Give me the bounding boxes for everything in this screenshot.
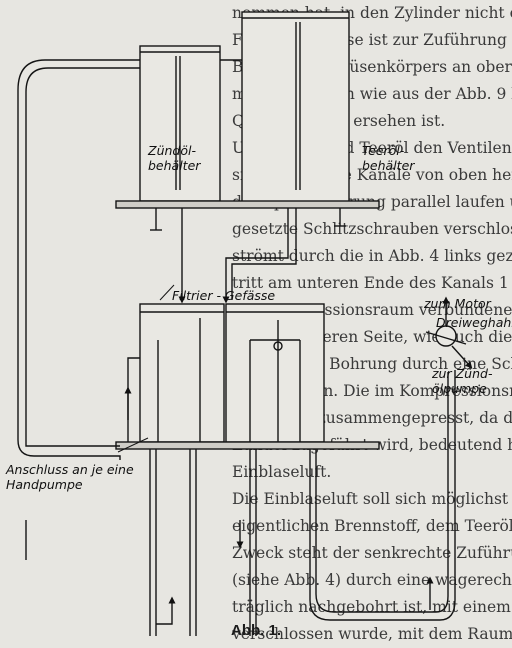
label-anschluss-handpumpe: Anschluss an je eine Handpumpe xyxy=(6,462,134,492)
background-text-line: Einblaseluft. xyxy=(232,463,332,481)
label-dreiweghahn: Dreiweghahn xyxy=(436,315,512,330)
background-text-line: tritt am unteren Ende des Kanals 1 in di… xyxy=(232,274,512,292)
zuendoel-tank xyxy=(139,45,221,202)
background-text-line: eigentlichen Brennstoff, dem Teeröl, ver… xyxy=(232,517,512,535)
tank-outlet-pipes xyxy=(178,208,297,304)
background-text-line: Die Einblaseluft soll sich möglichst inn… xyxy=(232,490,512,508)
left-supply-pipes xyxy=(17,59,248,420)
background-text-line: träglich nachgebohrt ist, mit einem Gewi… xyxy=(232,598,512,616)
label-filtrier-gefaesse: Filtrier - Gefässe xyxy=(172,288,276,303)
background-text-line: Zweck steht der senkrechte Zuführungskan… xyxy=(232,544,512,562)
label-zum-motor: zum Motor xyxy=(424,296,491,311)
background-text-line: strömt durch die in Abb. 4 links gezeich… xyxy=(232,247,512,265)
lower-shelf xyxy=(115,441,380,450)
three-way-valve xyxy=(425,296,473,369)
teeroel-tank xyxy=(241,11,350,203)
label-teeroel-behaelter: Teeröl- behälter xyxy=(362,143,415,173)
label-zuendoel-behaelter: Zündöl- behälter xyxy=(148,143,201,173)
filter-vessels xyxy=(139,303,325,443)
label-zur-zuendoelpumpe: zur Zünd- ölpumpe xyxy=(432,366,493,396)
filter-inlet-pipes xyxy=(25,357,140,560)
background-text-line: gesetzte Schlitzschrauben verschlossen s… xyxy=(232,220,512,238)
background-text-line: verschlossen wurde, mit dem Rauminhalt i… xyxy=(232,625,512,643)
figure-caption: Abb. 1. xyxy=(230,622,281,639)
bottom-pipes xyxy=(17,370,456,636)
background-text-line: (siehe Abb. 4) durch eine wagerechte Boh… xyxy=(232,571,512,589)
upper-shelf xyxy=(115,200,380,231)
